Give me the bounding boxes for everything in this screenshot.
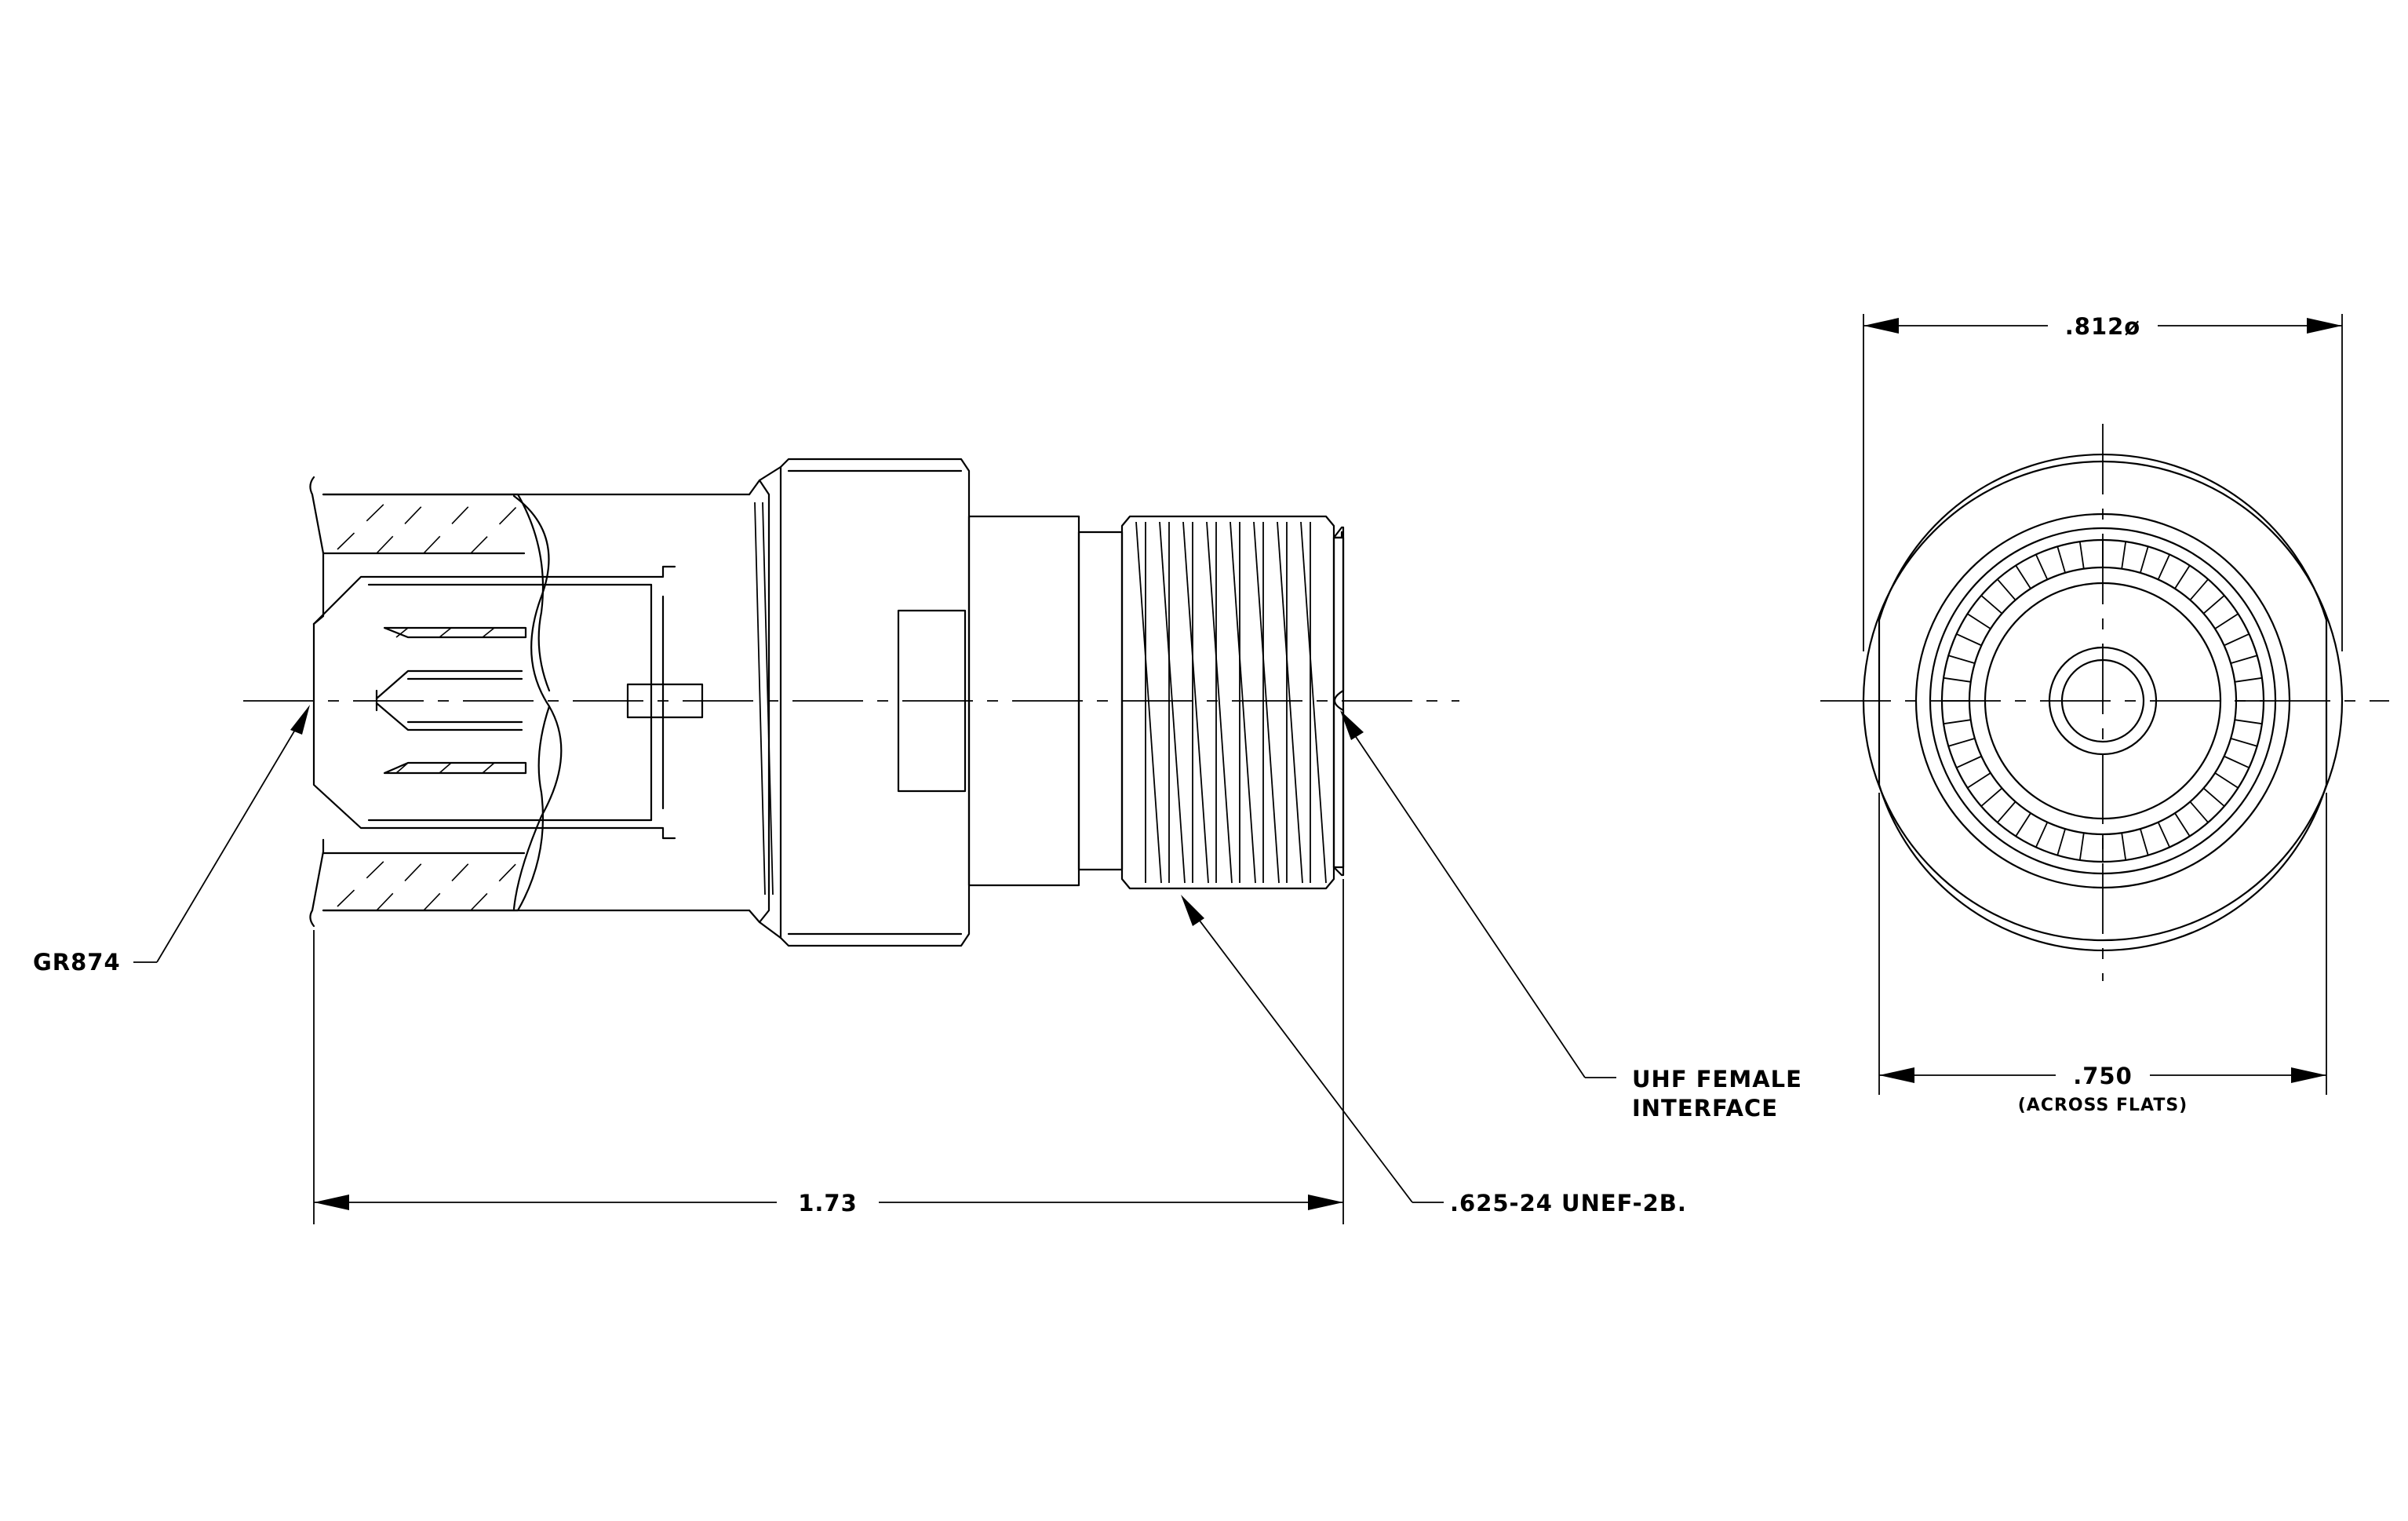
- uhf-leader: UHF FEMALE INTERFACE: [1340, 710, 1802, 1122]
- thread-leader: .625-24 UNEF-2B.: [1181, 895, 1687, 1216]
- knurl-tick: [1997, 578, 2016, 601]
- uhf-label-line2: INTERFACE: [1632, 1095, 1778, 1122]
- knurl-tick: [1967, 772, 1991, 789]
- knurl-tick: [2035, 822, 2049, 848]
- gr874-label: GR874: [33, 949, 121, 976]
- gr874-outer-sleeve: [309, 476, 751, 928]
- knurl-tick: [2235, 719, 2263, 725]
- outer-diameter-circle: [1862, 460, 2344, 942]
- knurl-tick: [2214, 772, 2239, 789]
- dielectric-circle: [1984, 582, 2222, 820]
- gr874-leader: GR874: [33, 705, 310, 976]
- knurl-tick: [2174, 565, 2191, 589]
- knurl-tick: [2230, 738, 2257, 747]
- gr874-inner-contact: [312, 565, 704, 840]
- flats-dimension: .750 (ACROSS FLATS): [1879, 1063, 2326, 1115]
- knurl-tick: [1948, 738, 1976, 747]
- uhf-thread-section: [1120, 515, 1335, 890]
- knurl-tick: [2202, 787, 2225, 807]
- length-dimension: 1.73: [314, 1190, 1343, 1216]
- knurl-ticks: [1942, 540, 2264, 862]
- knurl-tick: [2140, 546, 2149, 574]
- knurl-tick: [2121, 833, 2127, 861]
- knurl-tick: [1948, 655, 1976, 664]
- knurl-tick: [2189, 801, 2209, 823]
- hex-nut: [779, 458, 971, 947]
- knurl-tick: [1980, 787, 2003, 807]
- flats-label: .750: [2073, 1063, 2133, 1089]
- knurl-tick: [1980, 595, 2003, 615]
- knurl-tick: [2015, 565, 2031, 589]
- knurl-tick: [2056, 546, 2066, 574]
- knurl-tick: [2157, 554, 2170, 580]
- knurl-tick: [1943, 719, 1971, 725]
- knurl-tick: [2202, 595, 2225, 615]
- knurl-tick: [2015, 812, 2031, 837]
- coupling-ring-inner: [1929, 527, 2277, 875]
- knurl-tick: [2078, 541, 2085, 569]
- diameter-dimension: .812ø: [1863, 313, 2342, 340]
- end-view: .812ø .750 (ACROSS FLATS): [1820, 313, 2389, 1115]
- coupling-ring-outer: [1914, 512, 2291, 889]
- knurl-tick: [2235, 677, 2263, 683]
- knurl-tick: [1956, 755, 1982, 768]
- knurl-tick: [2035, 554, 2049, 580]
- knurl-tick: [1967, 613, 1991, 629]
- knurl-tick: [1956, 633, 1982, 647]
- length-label: 1.73: [798, 1190, 858, 1216]
- uhf-end-face: [1332, 536, 1345, 869]
- knurl-tick: [1997, 801, 2016, 823]
- knurl-tick: [2224, 755, 2250, 768]
- side-view: 1.73 GR874 UHF FEMALE INTERFACE .625-24 …: [33, 458, 1802, 1224]
- knurl-tick: [2230, 655, 2257, 664]
- flats-note: (ACROSS FLATS): [2018, 1096, 2188, 1115]
- knurl-tick: [1943, 677, 1971, 683]
- pin-socket-inner: [2060, 658, 2145, 743]
- knurl-tick: [2140, 828, 2149, 855]
- knurl-tick: [2189, 578, 2209, 601]
- knurl-tick: [2174, 812, 2191, 837]
- diameter-label: .812ø: [2065, 313, 2140, 340]
- coupling-threads: [748, 465, 782, 939]
- pin-socket-outer: [2048, 646, 2158, 756]
- knurl-tick: [2121, 541, 2127, 569]
- knurl-tick: [2056, 828, 2066, 855]
- uhf-label-line1: UHF FEMALE: [1632, 1066, 1802, 1092]
- knurl-tick: [2157, 822, 2170, 848]
- knurl-tick: [2224, 633, 2250, 647]
- knurl-tick: [2078, 833, 2085, 861]
- knurl-tick: [2214, 613, 2239, 629]
- thread-label: .625-24 UNEF-2B.: [1450, 1190, 1687, 1216]
